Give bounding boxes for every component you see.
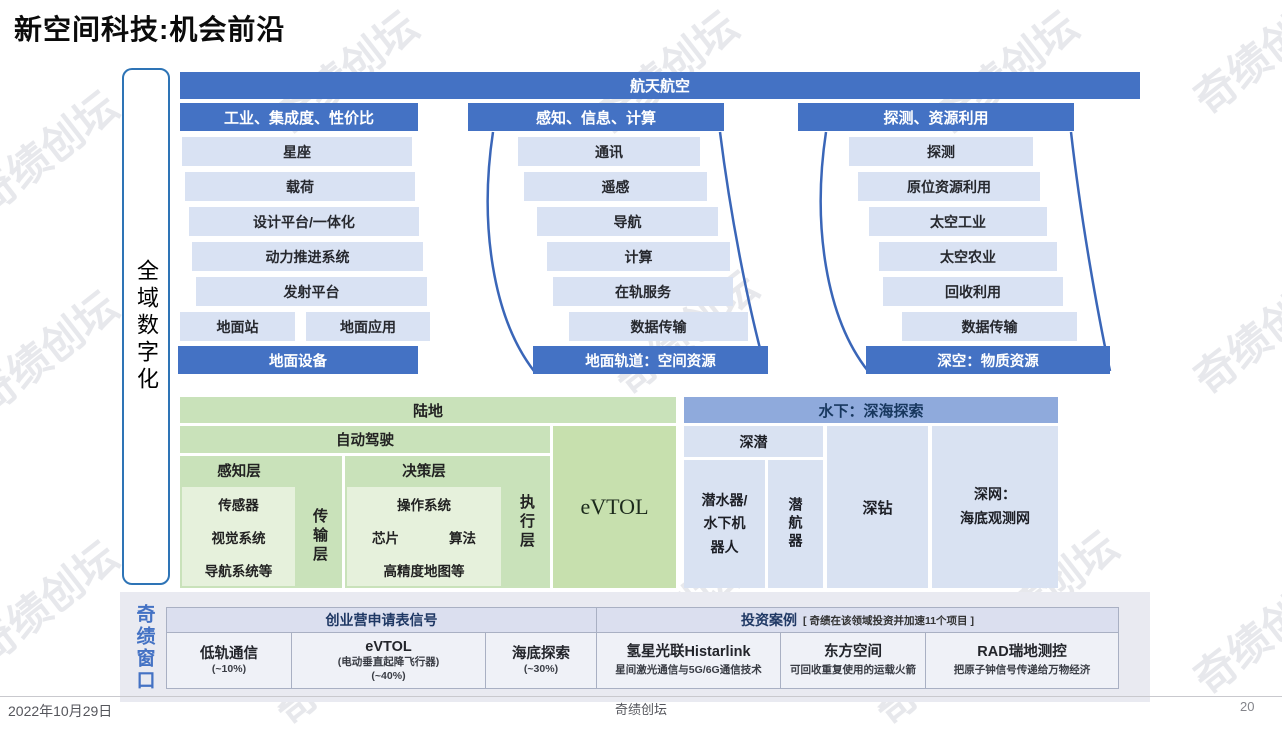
col2-item: 数据传输 — [569, 312, 748, 341]
col2-item: 在轨服务 — [553, 277, 733, 306]
watermark: 奇绩创坛 — [0, 282, 127, 424]
decision-item: 算法 — [449, 530, 476, 546]
watermark: 奇绩创坛 — [1185, 262, 1282, 404]
case-name: 氢星光联Histarlink — [626, 644, 751, 661]
watermark: 奇绩创坛 — [0, 532, 127, 674]
col1-item: 发射平台 — [196, 277, 427, 306]
transmission-layer-label: 传输层 — [311, 508, 328, 565]
col1-item: 载荷 — [185, 172, 415, 201]
col3-item: 探测 — [849, 137, 1033, 166]
qiji-window: 奇绩窗口 — [126, 600, 162, 696]
transmission-layer: 传输层 — [297, 487, 342, 586]
signals-header: 创业营申请表信号 — [166, 607, 597, 633]
signal-name: 海底探索 — [512, 645, 570, 662]
signal-name: eVTOL — [365, 638, 412, 655]
signal-name: 低轨通信 — [200, 645, 258, 662]
decision-header: 决策层 — [402, 463, 446, 480]
signal-pct: (~10%) — [211, 662, 247, 675]
col3-item: 太空工业 — [869, 207, 1047, 236]
signal-pct: (~40%) — [371, 669, 406, 682]
decision-item: 芯片 — [372, 530, 399, 546]
col3-item: 太空农业 — [879, 242, 1057, 271]
page-title: 新空间科技:机会前沿 — [14, 14, 286, 45]
col3-item: 回收利用 — [883, 277, 1063, 306]
glider-box: 潜航器 — [768, 460, 823, 588]
decision-item: 高精度地图等 — [383, 563, 465, 579]
perception-item: 导航系统等 — [204, 563, 273, 579]
signal-cell: eVTOL (电动垂直起降飞行器) (~40%) — [291, 632, 486, 689]
watermark: 奇绩创坛 — [1185, 562, 1282, 704]
watermark: 奇绩创坛 — [1185, 0, 1282, 124]
col1-item: 地面站 — [180, 312, 295, 341]
signal-cell: 低轨通信 (~10%) — [166, 632, 292, 689]
deep-dive-header: 深潜 — [684, 426, 823, 457]
case-name: RAD瑞地测控 — [977, 644, 1067, 661]
col1-item: 星座 — [182, 137, 412, 166]
perception-item: 视觉系统 — [211, 530, 266, 546]
col2-item: 遥感 — [524, 172, 707, 201]
decision-items: 操作系统 芯片 算法 高精度地图等 — [347, 487, 501, 586]
case-cell: 氢星光联Histarlink 星间激光通信与5G/6G通信技术 — [596, 632, 781, 689]
col1-footer: 地面设备 — [178, 346, 418, 374]
case-cell: RAD瑞地测控 把原子钟信号传递给万物经济 — [925, 632, 1119, 689]
cases-header-title: 投资案例 — [741, 612, 798, 628]
col3-item: 数据传输 — [902, 312, 1077, 341]
land-header: 陆地 — [180, 397, 676, 423]
col2-footer: 地面轨道：空间资源 — [533, 346, 768, 374]
watermark: 奇绩创坛 — [0, 82, 127, 224]
evtol-box: eVTOL — [553, 426, 676, 588]
deep-drill-box: 深钻 — [827, 426, 928, 588]
signal-note: (电动垂直起降飞行器) — [337, 655, 440, 668]
perception-item: 传感器 — [218, 497, 259, 513]
submersible-box: 潜水器/ 水下机 器人 — [684, 460, 765, 588]
underwater-header: 水下：深海探索 — [684, 397, 1058, 423]
footer-date: 2022年10月29日 — [8, 703, 113, 719]
decision-item: 操作系统 — [397, 497, 451, 513]
execution-layer-label: 执行层 — [518, 493, 535, 551]
case-name: 东方空间 — [824, 644, 882, 661]
col2-item: 导航 — [537, 207, 718, 236]
col1-item: 设计平台/一体化 — [189, 207, 419, 236]
cases-header: 投资案例 [ 奇绩在该领域投资并加速11个项目 ] — [596, 607, 1119, 633]
case-cell: 东方空间 可回收重复使用的运载火箭 — [780, 632, 926, 689]
footer-brand: 奇绩创坛 — [614, 702, 667, 717]
deep-net-box: 深网： 海底观测网 — [932, 426, 1058, 588]
col2-item: 计算 — [547, 242, 730, 271]
signal-pct: (~30%) — [523, 662, 559, 675]
col1-item: 动力推进系统 — [192, 242, 423, 271]
col3-footer: 深空：物质资源 — [866, 346, 1110, 374]
perception-header: 感知层 — [217, 463, 261, 480]
qiji-window-label: 奇绩窗口 — [133, 604, 155, 692]
glider-label: 潜航器 — [787, 497, 804, 551]
col3-header: 探测、资源利用 — [798, 103, 1074, 131]
autonomous-driving-header: 自动驾驶 — [180, 426, 550, 453]
signal-cell: 海底探索 (~30%) — [485, 632, 597, 689]
footer-divider — [0, 696, 1282, 697]
left-rail-label: 全域数字化 — [134, 259, 159, 394]
col2-header: 感知、信息、计算 — [468, 103, 724, 131]
col2-item: 通讯 — [518, 137, 700, 166]
col3-item: 原位资源利用 — [858, 172, 1040, 201]
cases-header-note: [ 奇绩在该领域投资并加速11个项目 ] — [803, 614, 974, 627]
footer-page-number: 20 — [1240, 699, 1255, 714]
aerospace-banner: 航天航空 — [180, 72, 1140, 99]
left-rail-panel: 全域数字化 — [122, 68, 170, 585]
execution-layer: 执行层 — [503, 466, 550, 578]
case-desc: 星间激光通信与5G/6G通信技术 — [615, 664, 762, 677]
perception-items: 传感器 视觉系统 导航系统等 — [182, 487, 295, 586]
case-desc: 可回收重复使用的运载火箭 — [790, 664, 916, 677]
col1-item: 地面应用 — [306, 312, 430, 341]
col1-header: 工业、集成度、性价比 — [180, 103, 418, 131]
case-desc: 把原子钟信号传递给万物经济 — [953, 664, 1091, 677]
